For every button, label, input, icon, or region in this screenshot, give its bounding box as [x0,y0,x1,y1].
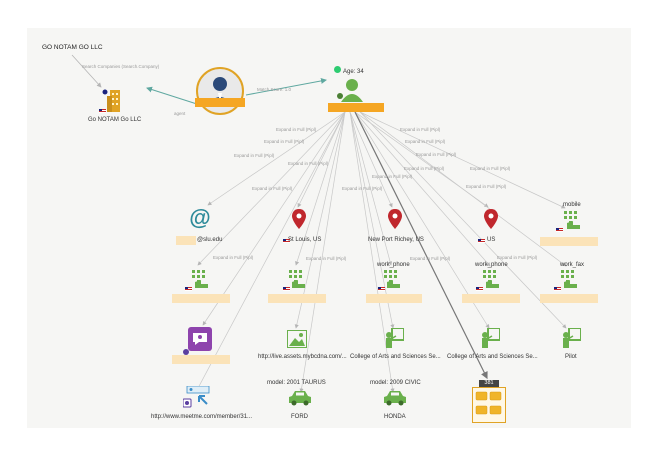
at-icon[interactable]: @ [189,205,211,230]
image-icon[interactable] [286,329,308,349]
image-url-label: http://live.assets.mybcdna.com/... [258,354,347,360]
phone-type-label: work_phone [475,262,508,268]
edge-label-search: Search Companies (Search.Company) [82,64,160,69]
edge-label-expand: Expand in Full (Pipl) [306,256,347,261]
edge-label-expand: Expand in Full (Pipl) [404,166,445,171]
us-flag-icon [283,239,290,243]
redacted-box [172,355,230,364]
car-icon[interactable] [289,390,311,406]
edge-label-expand: Expand in Full (Pipl) [400,127,441,132]
redacted-box [462,294,520,303]
email-label: @slu.edu [197,237,223,243]
edge-label-expand: Expand in Full (Pipl) [276,127,317,132]
redacted-box [540,294,598,303]
phone-keypad-icon[interactable] [483,270,499,288]
building-icon [102,89,120,112]
person-icon [337,79,363,102]
edge-label-expand: Expand in Full (Pipl) [342,186,383,191]
person-age: Age: 34 [343,69,364,75]
job-label: Pilot [565,354,577,360]
location-label: St Louis, US [288,237,322,243]
comment-count-badge: 381 [479,380,499,387]
presenter-icon[interactable] [384,327,405,348]
map-pin-icon[interactable] [388,209,402,229]
education-label: College of Arts and Sciences Se... [350,354,441,360]
edge-label-expand: Expand in Full (Pipl) [234,153,275,158]
edge-label-expand: Expand in Full (Pipl) [264,139,305,144]
edge-label-expand: Expand in Full (Pipl) [416,152,457,157]
presenter-icon[interactable] [561,327,582,348]
edge-label-match: Match Score: 1.0 [257,87,292,92]
graph-board [27,28,631,428]
us-flag-icon [378,287,385,291]
agent-avatar-icon [196,67,244,115]
edge-label-expand: Expand in Full (Pipl) [213,255,254,260]
link-icon[interactable] [182,385,213,410]
edge-label-expand: Expand in Full (Pipl) [470,166,511,171]
car-make-label: FORD [291,414,308,420]
phone-type-label: work_phone [377,262,410,268]
person-redacted-label [328,103,384,112]
location-label: US [487,237,496,243]
phone-keypad-icon[interactable] [561,270,577,288]
person-node[interactable] [336,78,364,102]
redacted-box [366,294,422,303]
top-label: GO NOTAM GO LLC [42,44,103,51]
redacted-box [268,294,326,303]
agent-avatar-node[interactable] [195,66,245,116]
education-label: College of Arts and Sciences Se... [447,354,538,360]
phone-keypad-icon[interactable] [192,270,208,288]
phone-type-label: mobile [563,202,581,208]
us-flag-icon [478,239,485,243]
edge-label-expand: Expand in Full (Pipl) [288,161,329,166]
edge-label-expand: Expand in Full (Pipl) [372,174,413,179]
car-model-label: model: 2001 TAURUS [267,380,326,386]
edge-label-agent: agent [174,111,186,116]
location-label: New Port Richey, US [368,237,424,243]
redacted-box [172,294,230,303]
edge-comments [354,111,488,380]
us-flag-icon [283,287,290,291]
car-make-label: HONDA [384,414,406,420]
edge-label-expand: Expand in Full (Pipl) [466,184,507,189]
chat-bubble-icon[interactable] [188,327,212,351]
redacted-box [176,236,196,245]
status-dot [334,66,341,73]
agent-redacted-label [195,98,245,107]
car-icon[interactable] [384,390,406,406]
edge-label-expand: Expand in Full (Pipl) [252,186,293,191]
redacted-box [540,237,598,246]
phone-keypad-icon[interactable] [564,211,580,229]
edge-label-expand: Expand in Full (Pipl) [497,255,538,260]
us-flag-icon [556,228,563,232]
company-label: Go NOTAM Go LLC [88,117,142,123]
edge-label-expand: Expand in Full (Pipl) [405,139,446,144]
us-flag-icon [99,109,106,113]
url-label: http://www.meetme.com/member/31... [151,414,253,420]
car-model-label: model: 2009 CIVIC [370,380,421,386]
edge-label-expand: Expand in Full (Pipl) [410,256,451,261]
us-flag-icon [476,287,483,291]
phone-keypad-icon[interactable] [384,270,400,288]
comments-icon[interactable] [472,387,506,423]
phone-keypad-icon[interactable] [289,270,305,288]
us-flag-icon [185,287,192,291]
us-flag-icon [554,287,561,291]
source-dot [183,349,189,355]
edge-agent [146,86,201,106]
edge-search [71,54,102,88]
map-pin-icon[interactable] [292,209,306,229]
company-node[interactable] [102,88,124,114]
map-pin-icon[interactable] [484,209,498,229]
edge-match [245,77,327,96]
phone-type-label: work_fax [560,262,585,268]
presenter-icon[interactable] [480,327,501,348]
